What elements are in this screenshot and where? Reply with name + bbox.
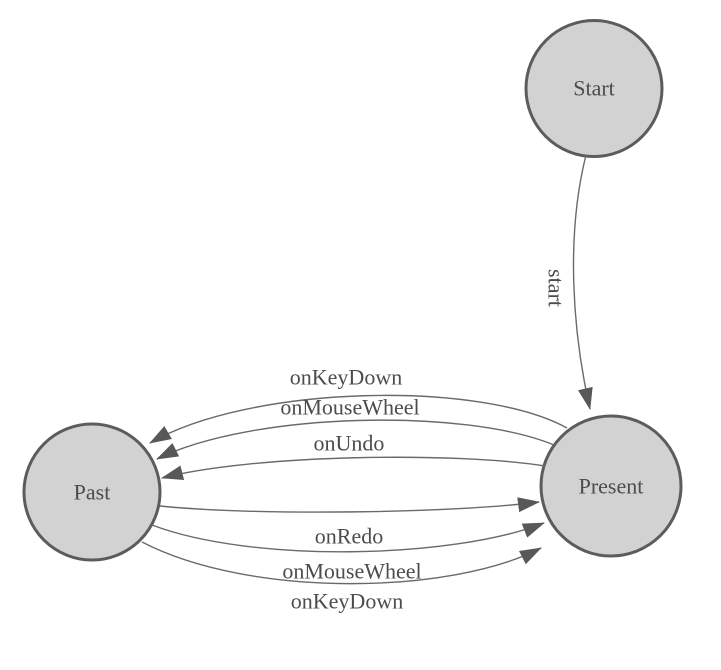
edge-label-onredo: onRedo: [315, 524, 383, 549]
edge-label-onmousewheel-top: onMouseWheel: [280, 395, 419, 420]
edge-label-start: start: [544, 269, 569, 307]
edge-present-to-past-onundo[interactable]: [161, 456, 546, 481]
edge-start-to-present[interactable]: [572, 154, 593, 410]
edge-past-to-present-onredo[interactable]: [159, 497, 540, 513]
state-node-present[interactable]: [539, 414, 683, 558]
state-node-start[interactable]: [524, 19, 664, 158]
edge-present-to-past-onmousewheel[interactable]: [156, 419, 555, 460]
state-label-present: Present: [579, 474, 644, 499]
edge-past-to-present-onmousewheel[interactable]: [151, 522, 545, 553]
edge-label-onundo: onUndo: [314, 431, 385, 456]
state-label-past: Past: [74, 480, 111, 505]
edge-label-onkeydown-top: onKeyDown: [290, 365, 402, 390]
edge-present-to-past-onkeydown[interactable]: [149, 394, 568, 444]
state-node-past[interactable]: [22, 422, 162, 562]
state-label-start: Start: [573, 76, 615, 101]
edge-label-onmousewheel-bottom: onMouseWheel: [282, 559, 421, 584]
edge-label-onkeydown-bottom: onKeyDown: [291, 589, 403, 614]
edge-past-to-present-onkeydown[interactable]: [141, 541, 542, 585]
